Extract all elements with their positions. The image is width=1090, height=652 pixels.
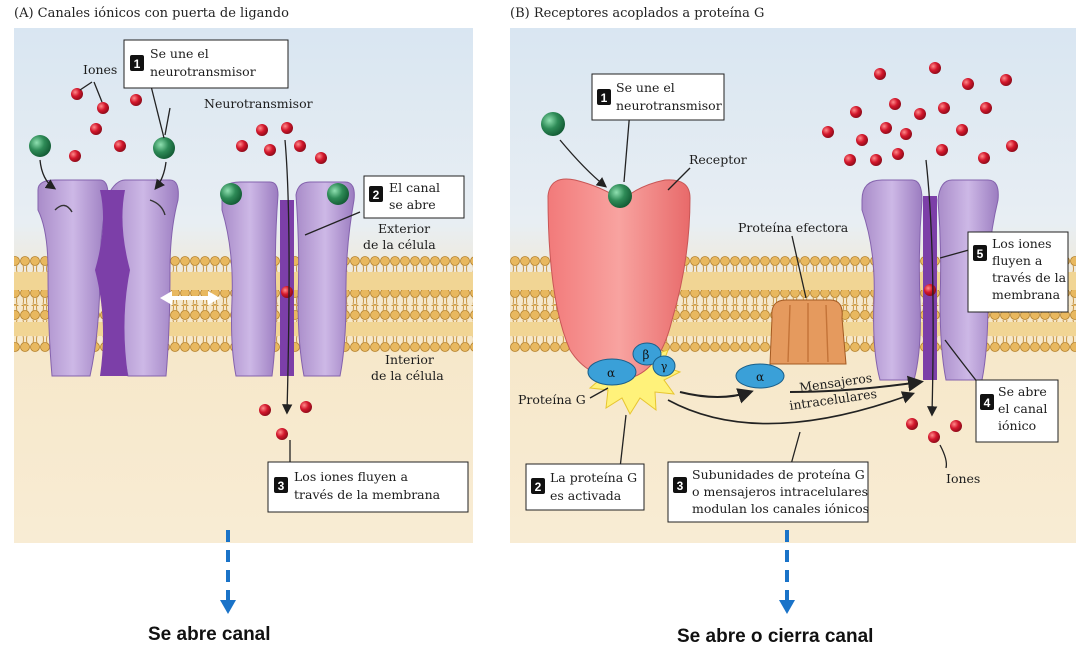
- label-interior-2: de la célula: [371, 368, 444, 383]
- step-line: neurotransmisor: [150, 64, 256, 79]
- step-box-b2: 2 La proteína G es activada: [525, 463, 645, 511]
- step-box-a1: 1 Se une el neurotransmisor: [123, 39, 289, 89]
- step-line: iónico: [998, 418, 1036, 433]
- step-line: es activada: [550, 488, 622, 503]
- step-number: 3: [278, 479, 285, 493]
- beta-subunit-label: β: [643, 348, 650, 362]
- panel-a: Iones Neurotransmisor Exterior de la cél…: [14, 28, 473, 543]
- gamma-subunit-label: γ: [661, 360, 668, 373]
- step-number: 3: [677, 479, 684, 493]
- alpha-free-label: α: [756, 370, 764, 384]
- step-line: través de la membrana: [294, 487, 441, 502]
- panel-a-title: (A) Canales iónicos con puerta de ligand…: [14, 6, 289, 21]
- neurotransmitters-b: [541, 112, 632, 208]
- label-proteina-efectora: Proteína efectora: [738, 220, 849, 235]
- flow-arrows-b: [559, 109, 983, 469]
- g-protein: α β γ: [587, 342, 676, 386]
- panel-b: α β γ α: [510, 28, 1076, 543]
- dashed-arrow-right: [779, 530, 795, 614]
- step-number: 2: [373, 188, 380, 202]
- caption-left: Se abre canal: [148, 624, 271, 645]
- step-line: Se une el: [616, 80, 675, 95]
- step-line: modulan los canales iónicos: [692, 501, 869, 516]
- step-line: el canal: [998, 401, 1047, 416]
- step-line: Se abre: [998, 384, 1047, 399]
- step-line: se abre: [389, 197, 436, 212]
- label-iones-b: Iones: [946, 471, 980, 486]
- step-box-b4: 4 Se abre el canal iónico: [975, 379, 1059, 443]
- step-line: Los iones: [992, 236, 1052, 251]
- step-box-b5: 5 Los iones fluyen a través de la membra…: [967, 231, 1069, 313]
- step-line: o mensajeros intracelulares: [692, 484, 868, 499]
- step-box-a3: 3 Los iones fluyen a través de la membra…: [267, 461, 469, 513]
- step-box-b3: 3 Subunidades de proteína G o mensajeros…: [667, 461, 869, 523]
- ions-b: [822, 62, 1018, 443]
- step-line: membrana: [992, 287, 1061, 302]
- step-line: través de la: [992, 270, 1067, 285]
- label-receptor: Receptor: [689, 152, 747, 167]
- label-iones-a: Iones: [83, 62, 117, 77]
- label-neurotransmisor: Neurotransmisor: [204, 96, 313, 111]
- label-proteina-g: Proteína G: [518, 392, 586, 407]
- flow-arrows-a: [39, 81, 361, 478]
- label-interior: Interior: [385, 352, 434, 367]
- free-alpha-subunit: α: [735, 363, 785, 389]
- step-number: 2: [535, 480, 542, 494]
- ions-a: [69, 88, 327, 440]
- alpha-subunit-label: α: [607, 366, 615, 380]
- step-box-a2: 2 El canal se abre: [363, 175, 465, 219]
- dashed-arrow-left: [220, 530, 236, 614]
- step-box-b1: 1 Se une el neurotransmisor: [591, 73, 725, 121]
- effector-protein: [769, 299, 847, 365]
- step-line: Subunidades de proteína G: [692, 467, 865, 482]
- step-number: 4: [984, 396, 991, 410]
- label-exterior: Exterior: [378, 221, 430, 236]
- caption-right: Se abre o cierra canal: [677, 626, 874, 647]
- step-number: 1: [601, 91, 608, 105]
- step-line: La proteína G: [550, 470, 637, 485]
- step-number: 1: [134, 57, 141, 71]
- receptor: [547, 178, 691, 379]
- neurotransmitters-a: [29, 135, 349, 205]
- step-line: Se une el: [150, 46, 209, 61]
- step-line: neurotransmisor: [616, 98, 722, 113]
- transition-arrow: [160, 291, 220, 305]
- step-line: El canal: [389, 180, 440, 195]
- label-exterior-2: de la célula: [363, 237, 436, 252]
- step-line: fluyen a: [992, 253, 1043, 268]
- step-number: 5: [977, 247, 984, 261]
- step-line: Los iones fluyen a: [294, 469, 408, 484]
- panel-b-title: (B) Receptores acoplados a proteína G: [510, 6, 765, 21]
- closed-ion-channel: [37, 179, 179, 377]
